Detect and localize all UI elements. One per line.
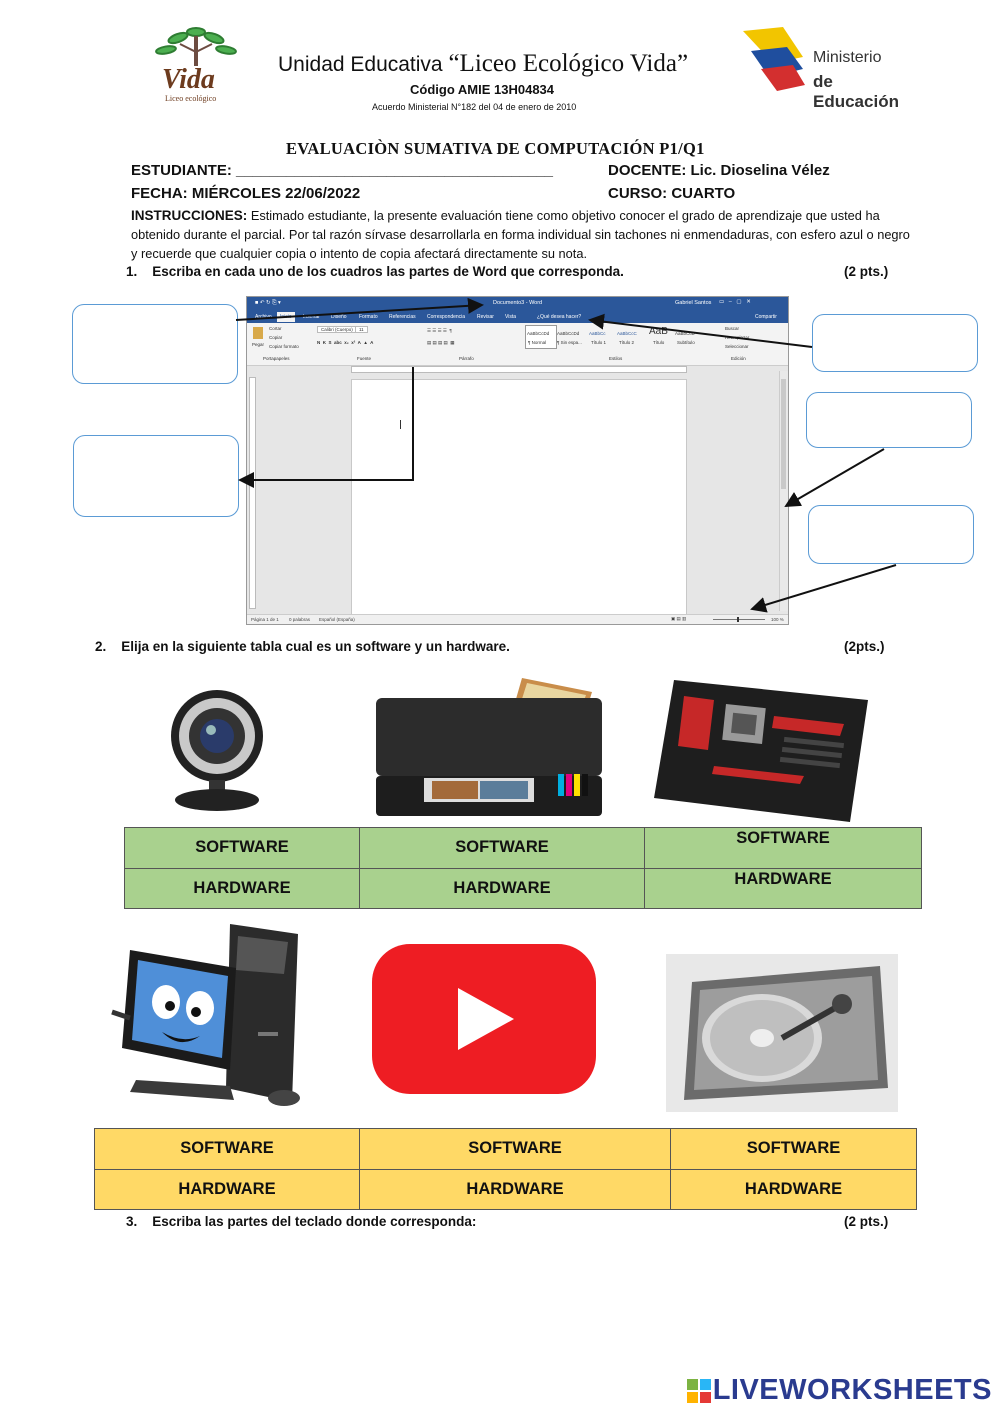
table1-motherboard-hardware[interactable]: HARDWARE [644, 867, 922, 909]
hard-drive-image [666, 954, 898, 1112]
font-format-icons[interactable]: N K S abc x₂ x² A ▲ A [317, 340, 374, 345]
question-3-points: (2 pts.) [844, 1214, 889, 1229]
instructions: INSTRUCCIONES: Estimado estudiante, la p… [131, 208, 910, 261]
word-title-bar: ■ ↶ ↻ ⎘ ▾ Documento3 - Word Gabriel Sant… [247, 297, 788, 311]
table2-youtube-software[interactable]: SOFTWARE [359, 1128, 671, 1170]
paste-icon[interactable] [253, 327, 263, 339]
select-button[interactable]: Seleccionar [725, 344, 749, 349]
share-button[interactable]: Compartir [755, 314, 777, 320]
table1-printer-hardware[interactable]: HARDWARE [359, 867, 645, 909]
question-1-points: (2 pts.) [844, 264, 889, 279]
school-name: Unidad Educativa “Liceo Ecológico Vida” [278, 50, 689, 77]
save-icon: ■ ↶ ↻ ⎘ ▾ [255, 300, 281, 306]
tab-archivo[interactable]: Archivo [255, 314, 272, 320]
word-window-screenshot: ■ ↶ ↻ ⎘ ▾ Documento3 - Word Gabriel Sant… [246, 296, 789, 625]
answer-box-scrollbar[interactable] [806, 392, 972, 448]
school-logo: Vida Liceo ecológico [150, 22, 242, 106]
liveworksheets-logo: LIVEWORKSHEETS [686, 1374, 992, 1407]
tab-referencias[interactable]: Referencias [389, 314, 416, 320]
answer-box-zoom[interactable] [808, 505, 974, 564]
tab-insertar[interactable]: Insertar [303, 314, 320, 320]
zoom-slider[interactable] [713, 617, 765, 622]
table2-harddrive-software[interactable]: SOFTWARE [670, 1128, 917, 1170]
paragraph-icons[interactable]: ☰ ☰ ☰ ☰ ¶ [427, 328, 452, 333]
tab-correspondencia[interactable]: Correspondencia [427, 314, 466, 320]
tab-vista[interactable]: Vista [505, 314, 517, 320]
window-controls-icon: ▭ – ▢ ✕ [719, 299, 751, 305]
tab-revisar[interactable]: Revisar [477, 314, 494, 320]
amie-code: Código AMIE 13H04834 [410, 82, 555, 97]
school-logo-text: Vida [162, 64, 215, 95]
table1-motherboard-software[interactable]: SOFTWARE [644, 827, 922, 869]
table1-webcam-hardware[interactable]: HARDWARE [124, 867, 360, 909]
answer-box-ruler[interactable] [73, 435, 239, 517]
school-logo-subtext: Liceo ecológico [165, 94, 217, 103]
font-size-select[interactable]: 11 [355, 326, 368, 333]
table1-printer-software[interactable]: SOFTWARE [359, 827, 645, 869]
answer-box-ribbon[interactable] [812, 314, 978, 372]
ministerial-agreement: Acuerdo Ministerial N°182 del 04 de ener… [372, 102, 577, 112]
date-label: FECHA: MIÉRCOLES 22/06/2022 [131, 185, 361, 202]
word-ribbon: Pegar Cortar Copiar Copiar formato Calib… [247, 323, 788, 366]
table2-computer-hardware[interactable]: HARDWARE [94, 1168, 360, 1210]
status-bar: Página 1 de 1 0 palabras Español (España… [247, 614, 788, 624]
view-mode-icons[interactable]: ▣ ▤ ▥ [671, 616, 687, 621]
table2-computer-software[interactable]: SOFTWARE [94, 1128, 360, 1170]
question-1: 1. Escriba en cada uno de los cuadros la… [126, 264, 624, 279]
vertical-ruler[interactable] [249, 377, 256, 609]
ecuador-flag-icon [743, 27, 805, 91]
find-button[interactable]: Buscar [725, 326, 740, 331]
teacher-label: DOCENTE: Lic. Dioselina Vélez [608, 162, 830, 179]
styles-gallery[interactable]: AaBbCcDd ¶ Normal AaBbCcDd ¶ Sin espa...… [525, 325, 705, 349]
printer-image [372, 678, 606, 820]
table1-webcam-software[interactable]: SOFTWARE [124, 827, 360, 869]
question-2: 2. Elija en la siguiente tabla cual es u… [95, 639, 510, 654]
table2-youtube-hardware[interactable]: HARDWARE [359, 1168, 671, 1210]
paragraph-align-icons[interactable]: ▤ ▤ ▤ ▤ ▦ [427, 340, 455, 345]
motherboard-image [654, 676, 868, 822]
webcam-image [162, 676, 272, 816]
exam-title: EVALUACIÒN SUMATIVA DE COMPUTACIÓN P1/Q1 [286, 139, 705, 158]
student-label: ESTUDIANTE: ____________________________… [131, 162, 554, 179]
tell-me-input[interactable]: ¿Qué desea hacer? [537, 314, 582, 320]
tab-diseno[interactable]: Diseño [331, 314, 347, 320]
question-2-points: (2pts.) [844, 639, 885, 654]
question-3: 3. Escriba las partes del teclado donde … [126, 1214, 477, 1229]
text-cursor [400, 420, 401, 429]
table2-harddrive-hardware[interactable]: HARDWARE [670, 1168, 917, 1210]
choice-table-2: SOFTWARE SOFTWARE SOFTWARE HARDWARE HARD… [94, 1128, 917, 1210]
computer-cartoon-image [108, 922, 308, 1110]
answer-box-title-bar[interactable] [72, 304, 238, 384]
ministry-logo: Ministerio de Educación [743, 27, 913, 111]
choice-table-1: SOFTWARE SOFTWARE SOFTWARE HARDWARE HARD… [124, 827, 922, 909]
liveworksheets-brand: LIVEWORKSHEETS [712, 1374, 992, 1406]
document-page[interactable] [351, 379, 687, 617]
horizontal-ruler[interactable] [351, 366, 687, 373]
word-doc-title: Documento3 - Word [493, 300, 543, 306]
zoom-level: 100 % [771, 617, 784, 622]
vertical-scrollbar[interactable] [779, 371, 788, 611]
tab-formato[interactable]: Formato [359, 314, 378, 320]
liveworksheets-icon [686, 1378, 711, 1403]
pointer-arrows [235, 297, 897, 613]
word-user-name: Gabriel Santos [675, 300, 712, 306]
course-label: CURSO: CUARTO [608, 185, 736, 202]
youtube-logo-image [372, 944, 596, 1094]
